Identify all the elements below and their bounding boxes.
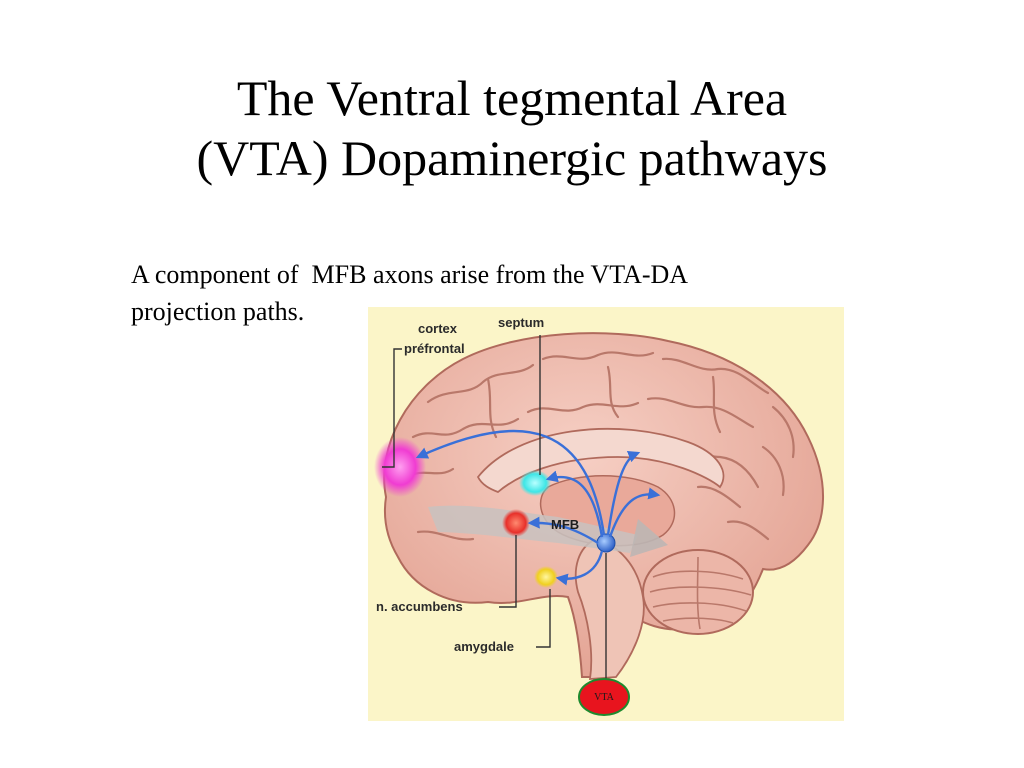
label-n-accumbens: n. accumbens bbox=[376, 599, 463, 614]
slide-title: The Ventral tegmental Area (VTA) Dopamin… bbox=[0, 68, 1024, 188]
label-mfb: MFB bbox=[551, 517, 579, 532]
slide-title-line-2: (VTA) Dopaminergic pathways bbox=[196, 130, 828, 186]
mfb-tract-arrowhead bbox=[630, 519, 668, 557]
body-text-line-2: projection paths. bbox=[131, 297, 305, 326]
amygdale-region bbox=[534, 566, 558, 588]
pathway-to-amygdale bbox=[555, 550, 604, 586]
pathway-to-cortex-upper bbox=[606, 451, 641, 536]
label-vta: VTA bbox=[594, 692, 615, 703]
label-leader-lines bbox=[382, 335, 607, 679]
brain-pathway-figure: cortex préfrontal septum MFB n. accumben… bbox=[368, 307, 844, 721]
label-septum: septum bbox=[498, 315, 544, 330]
septum-region bbox=[519, 470, 551, 496]
mfb-tract bbox=[428, 505, 638, 553]
prefrontal-cortex-region bbox=[374, 437, 426, 497]
leader-accumbens bbox=[499, 535, 517, 608]
label-amygdale: amygdale bbox=[454, 639, 514, 654]
cerebellum bbox=[642, 549, 754, 635]
label-cortex: cortex bbox=[418, 321, 458, 336]
pathway-to-accumbens bbox=[527, 516, 599, 545]
body-text-line-1: A component of MFB axons arise from the … bbox=[131, 260, 689, 289]
dopamine-pathways bbox=[415, 429, 661, 586]
pathway-to-cortex-mid bbox=[608, 487, 661, 538]
brain-diagram: cortex préfrontal septum MFB n. accumben… bbox=[374, 315, 825, 716]
pathway-to-prefrontal bbox=[415, 429, 606, 536]
label-prefrontal: préfrontal bbox=[404, 341, 465, 356]
pathway-to-septum bbox=[545, 470, 604, 538]
slide-body-text: A component of MFB axons arise from the … bbox=[131, 256, 891, 330]
leader-amygdale bbox=[536, 589, 551, 648]
n-accumbens-region bbox=[502, 509, 530, 537]
leader-cortex bbox=[382, 348, 402, 468]
vta-marker: VTA bbox=[578, 678, 630, 716]
slide-title-line-1: The Ventral tegmental Area bbox=[236, 70, 788, 126]
vta-region bbox=[596, 533, 616, 553]
